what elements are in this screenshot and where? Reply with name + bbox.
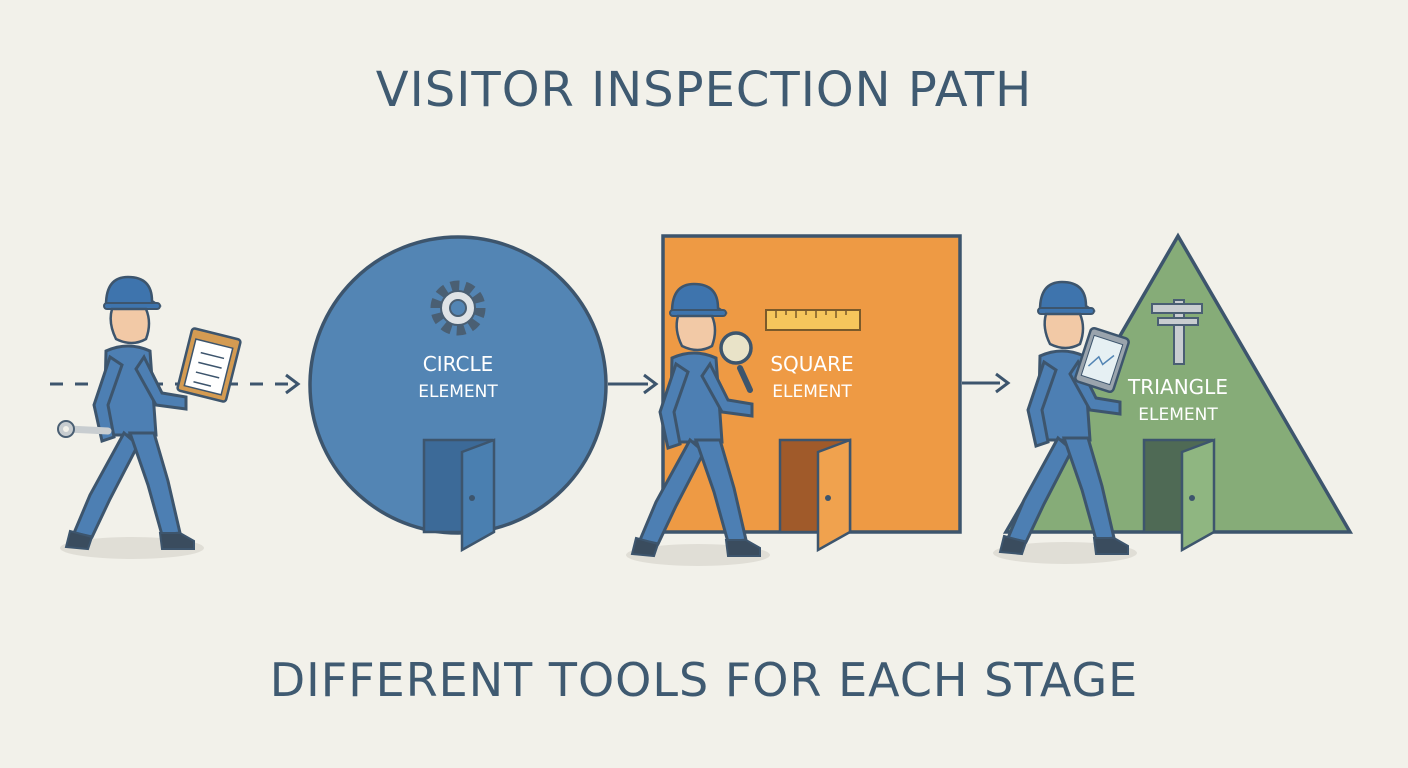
stage-label-line2: ELEMENT	[418, 382, 498, 402]
stage-label-line2: ELEMENT	[1138, 405, 1218, 425]
path-arrow	[962, 372, 1011, 394]
door[interactable]	[778, 438, 852, 553]
stage-label-line1: SQUARE	[770, 352, 853, 376]
subtitle: DIFFERENT TOOLS FOR EACH STAGE	[269, 653, 1139, 707]
circle-element: CIRCLE ELEMENT	[308, 235, 608, 553]
stage-label-line1: CIRCLE	[423, 352, 494, 376]
gear-icon	[430, 280, 486, 336]
clipboard-icon	[176, 327, 242, 403]
ruler-icon	[765, 309, 861, 331]
path-arrow	[608, 373, 659, 395]
door[interactable]	[422, 438, 496, 553]
path-arrow	[50, 373, 301, 395]
stage-label-line2: ELEMENT	[772, 382, 852, 402]
page-title: VISITOR INSPECTION PATH	[375, 62, 1033, 118]
magnifier-icon	[719, 331, 753, 393]
wrench-icon	[57, 420, 112, 438]
caliper-icon	[1151, 299, 1203, 365]
inspector-worker	[57, 275, 242, 551]
inspector-worker	[630, 282, 762, 558]
inspector-worker	[998, 280, 1130, 556]
stage-label-line1: TRIANGLE	[1127, 375, 1228, 399]
tablet-icon	[1074, 326, 1130, 394]
door[interactable]	[1142, 438, 1216, 553]
